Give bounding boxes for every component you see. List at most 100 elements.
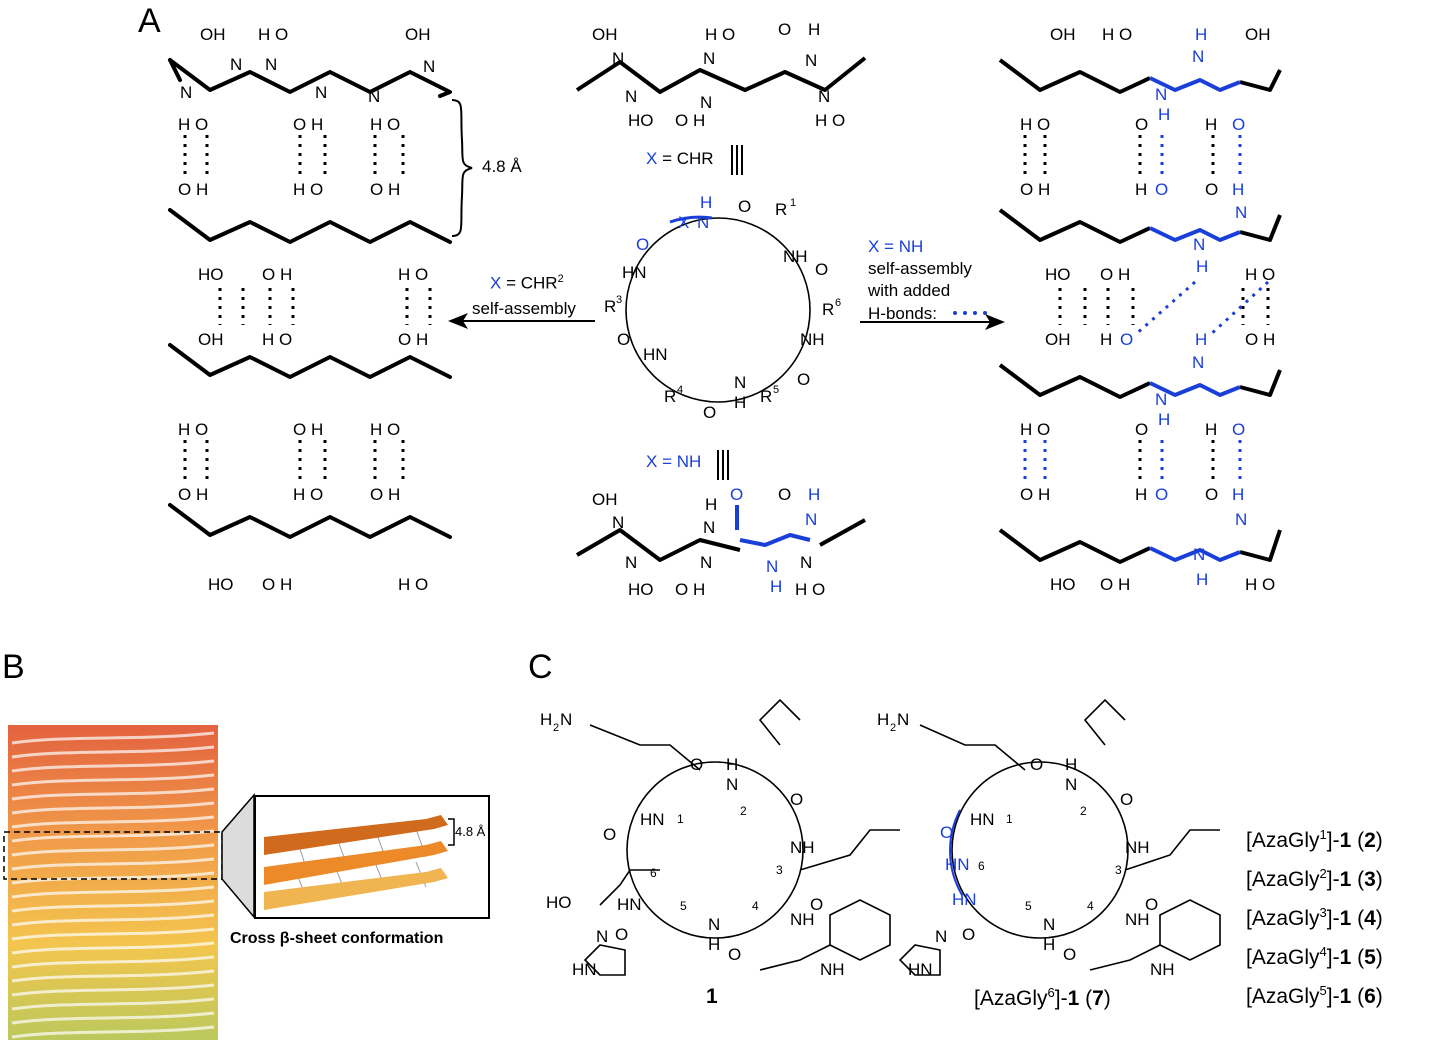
svg-text:N: N	[897, 710, 909, 729]
svg-text:O: O	[617, 330, 630, 349]
svg-text:N: N	[805, 51, 817, 70]
svg-text:3: 3	[616, 294, 622, 306]
svg-text:O: O	[962, 925, 975, 944]
svg-text:OH: OH	[592, 25, 618, 44]
svg-text:3: 3	[1115, 863, 1122, 877]
svg-text:H O: H O	[178, 420, 208, 439]
svg-text:N: N	[1043, 915, 1055, 934]
svg-text:H: H	[726, 755, 738, 774]
svg-text:NH: NH	[783, 247, 808, 266]
svg-text:O H: O H	[1020, 485, 1050, 504]
svg-text:O: O	[810, 895, 823, 914]
svg-text:H: H	[1135, 180, 1147, 199]
svg-text:1: 1	[1006, 812, 1013, 826]
svg-text:OH: OH	[1045, 330, 1071, 349]
svg-text:NH: NH	[790, 910, 815, 929]
svg-text:O H: O H	[675, 580, 705, 599]
svg-text:N: N	[1155, 85, 1167, 104]
svg-text:4: 4	[752, 899, 759, 913]
svg-text:O: O	[728, 945, 741, 964]
svg-text:HN: HN	[622, 263, 647, 282]
svg-text:6: 6	[835, 297, 841, 309]
analog-item: [AzaGly5]-1 (6)	[1246, 983, 1383, 1008]
beta-strand-arrow	[11, 997, 215, 1011]
compound-1-label: 1	[706, 985, 718, 1008]
svg-text:H: H	[770, 577, 782, 596]
beta-strand-arrow	[11, 773, 215, 787]
svg-text:HN: HN	[572, 960, 597, 979]
svg-text:HO: HO	[628, 580, 654, 599]
svg-text:H: H	[1135, 485, 1147, 504]
condition-rest: = NH	[657, 452, 702, 471]
svg-text:N: N	[703, 518, 715, 537]
svg-text:O H: O H	[398, 330, 428, 349]
svg-text:H: H	[1158, 410, 1170, 429]
svg-text:HO: HO	[208, 575, 234, 594]
svg-text:H: H	[808, 20, 820, 39]
svg-text:H O: H O	[1020, 420, 1050, 439]
svg-text:R: R	[760, 387, 772, 406]
svg-text:O H: O H	[370, 485, 400, 504]
svg-text:H O: H O	[262, 330, 292, 349]
svg-text:N: N	[726, 775, 738, 794]
svg-text:N: N	[1193, 545, 1205, 564]
variable-x: X	[646, 149, 658, 168]
beta-strand-arrow	[11, 1011, 215, 1025]
beta-strand-arrow	[11, 885, 215, 899]
svg-text:N: N	[1192, 47, 1204, 66]
azagly-prefix: [AzaGly	[974, 987, 1048, 1010]
svg-text:O: O	[1205, 485, 1218, 504]
svg-text:N: N	[625, 87, 637, 106]
svg-text:H O: H O	[398, 265, 428, 284]
svg-text:HN: HN	[952, 890, 977, 909]
svg-text:N: N	[596, 927, 608, 946]
svg-text:O: O	[730, 485, 743, 504]
svg-text:N: N	[700, 553, 712, 572]
svg-text:O: O	[778, 20, 791, 39]
svg-text:N: N	[560, 710, 572, 729]
svg-text:H O: H O	[1245, 265, 1275, 284]
svg-text:H: H	[708, 935, 720, 954]
svg-text:N: N	[315, 83, 327, 102]
svg-text:O H: O H	[1100, 265, 1130, 284]
svg-text:2: 2	[553, 722, 559, 734]
bottom-condition-label: X = NH	[646, 453, 701, 470]
svg-text:2: 2	[740, 804, 747, 818]
superscript: 2	[557, 273, 564, 285]
svg-text:O: O	[1155, 485, 1168, 504]
svg-text:NH: NH	[1125, 838, 1150, 857]
svg-text:5: 5	[773, 384, 779, 396]
svg-text:OH: OH	[405, 25, 431, 44]
variable-x: X	[490, 273, 502, 293]
spacing-label: 4.8 Å	[482, 157, 522, 176]
left-arrow-caption: self-assembly	[472, 299, 576, 318]
svg-text:H: H	[1195, 25, 1207, 44]
svg-text:O: O	[690, 755, 703, 774]
svg-text:H: H	[1043, 935, 1055, 954]
svg-text:2: 2	[1080, 804, 1087, 818]
svg-text:NH: NH	[790, 838, 815, 857]
svg-text:HN: HN	[643, 345, 668, 364]
strand-1	[168, 58, 452, 98]
svg-text:H O: H O	[815, 111, 845, 130]
svg-text:H O: H O	[1245, 575, 1275, 594]
svg-text:4: 4	[1087, 899, 1094, 913]
svg-text:N: N	[703, 49, 715, 68]
analog-item: [AzaGly1]-1 (2)	[1246, 827, 1383, 852]
svg-text:HO: HO	[628, 111, 654, 130]
svg-text:N: N	[805, 510, 817, 529]
svg-text:H: H	[1196, 570, 1208, 589]
svg-text:N: N	[1235, 203, 1247, 222]
top-condition-label: X = CHR	[646, 150, 714, 167]
left-arrow-condition: X = CHR2	[490, 274, 564, 292]
svg-text:N: N	[612, 513, 624, 532]
svg-text:6: 6	[978, 859, 985, 873]
svg-text:NH: NH	[820, 960, 845, 979]
svg-text:H O: H O	[370, 115, 400, 134]
svg-text:O H: O H	[178, 180, 208, 199]
cross-beta-inset: 4.8 Å	[254, 795, 490, 919]
